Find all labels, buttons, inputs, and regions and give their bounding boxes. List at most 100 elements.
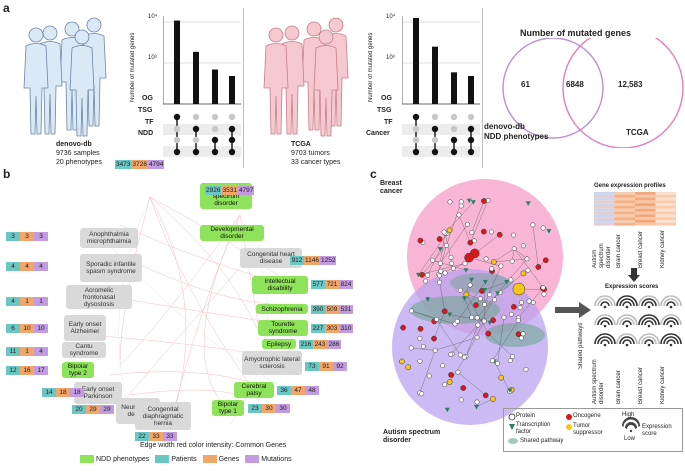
protein-node: [482, 302, 487, 307]
expr-col-asd: Autism spectrum disorder: [592, 243, 612, 268]
protein-node: [475, 322, 481, 328]
upset-dot: [173, 136, 181, 144]
protein-node: [508, 311, 514, 317]
tcga-people-illustration: [263, 17, 349, 137]
tcga-ytick-1: 10⁴: [386, 14, 396, 20]
tf-node: [444, 407, 450, 413]
phenotype-node: Cerebral palsy: [234, 382, 274, 398]
legend-pathway-icon: [508, 438, 518, 444]
genes-count: 3: [20, 232, 34, 241]
denovo-phenotypes: 20 phenotypes: [56, 159, 102, 166]
phenotype-node: Bipolar type 2: [62, 362, 94, 378]
genes-count: 4: [20, 262, 34, 271]
denovo-title: denovo-db: [56, 141, 92, 148]
genes-count: 1: [20, 297, 34, 306]
patients-count: 577: [311, 280, 325, 289]
expression-score-icon: [594, 314, 616, 328]
protein-node: [454, 318, 460, 324]
tumor-suppressor-node: [405, 364, 412, 371]
protein-node: [426, 373, 432, 379]
protein-node: [523, 366, 529, 372]
oncogene-node: [496, 231, 503, 238]
venn-right-only: 12,583: [618, 80, 643, 89]
expression-score-icon: [594, 295, 616, 309]
tcga-row-tf: TF: [384, 119, 393, 126]
phenotype-node: Anophthalmia microphthalmia: [80, 228, 138, 248]
upset-dot: [467, 113, 475, 121]
protein-node: [432, 347, 438, 353]
oncogene-node: [515, 331, 522, 338]
tf-node: [482, 287, 488, 293]
upset-bar: [468, 76, 474, 104]
patients-count: 3473: [115, 160, 132, 169]
genes-count: 1146: [304, 256, 320, 265]
protein-node: [511, 232, 517, 238]
breast-label-1: Breast: [380, 180, 402, 187]
oncogene-node: [542, 257, 549, 264]
genes-count: 3726: [131, 160, 148, 169]
oncogene-node: [400, 324, 406, 331]
phenotype-node: Tourette syndrome: [258, 320, 308, 336]
score-col-kidney: Kidney cancer: [660, 365, 666, 404]
upset-dot: [450, 125, 458, 133]
panel-b-letter: b: [3, 167, 11, 181]
panel-c-legend: Protein Transcription factor Shared path…: [503, 408, 683, 452]
mutations-count: 17: [34, 366, 48, 375]
genes-count: 3531: [221, 186, 238, 195]
oncogene-node: [480, 228, 487, 235]
expr-col-brain: Brain cancer: [616, 234, 622, 268]
upset-dot: [431, 148, 439, 156]
genes-count: 33: [149, 432, 163, 441]
protein-node: [519, 299, 524, 305]
upset-dot: [211, 148, 219, 156]
protein-node: [458, 397, 464, 403]
tumor-suppressor-node: [399, 358, 405, 365]
protein-node: [448, 254, 454, 260]
legend-tf: Transcription factor: [516, 422, 551, 435]
patients-count: 14: [42, 388, 56, 397]
phenotype-node: Cantu syndrome: [62, 342, 106, 358]
patients-count: 23: [248, 404, 262, 413]
tf-node: [468, 277, 474, 283]
protein-node: [458, 203, 464, 209]
legend-swatch-genes: [202, 455, 217, 463]
denovo-ylabel: Number of mutated genes: [130, 32, 136, 102]
protein-node: [481, 318, 487, 324]
protein-node: [526, 298, 532, 304]
upset-dot: [211, 136, 219, 144]
patients-count: 11: [6, 347, 20, 356]
upset-dot: [228, 113, 236, 121]
protein-node: [490, 358, 495, 364]
denovo-row-tf: TF: [145, 119, 154, 126]
denovo-row-og: OG: [142, 95, 153, 102]
protein-node: [520, 331, 526, 337]
upset-dot: [192, 148, 200, 156]
upset-bar: [174, 20, 180, 104]
tumor-suppressor-node: [446, 227, 453, 234]
score-col-asd: Autism spectrum disorder: [592, 359, 605, 404]
protein-node: [419, 391, 425, 397]
patients-count: 912: [290, 256, 304, 265]
protein-node: [489, 266, 495, 272]
expression-score-icon: [616, 295, 638, 309]
protein-node: [477, 296, 483, 302]
legend-high: High: [622, 412, 635, 418]
tf-node: [447, 312, 453, 318]
legend-ndd-label: NDD phenotypes: [96, 455, 150, 463]
oncogene-node: [485, 330, 492, 337]
protein-node: [474, 315, 480, 321]
oncogene-node: [473, 302, 479, 308]
protein-node: [455, 369, 461, 375]
protein-node: [483, 256, 489, 262]
upset-dot: [431, 125, 439, 133]
down-arrow-icon: [628, 268, 640, 282]
panel-c-letter: c: [370, 167, 377, 181]
mutations-count: 4: [34, 262, 48, 271]
oncogene-node: [448, 372, 454, 378]
